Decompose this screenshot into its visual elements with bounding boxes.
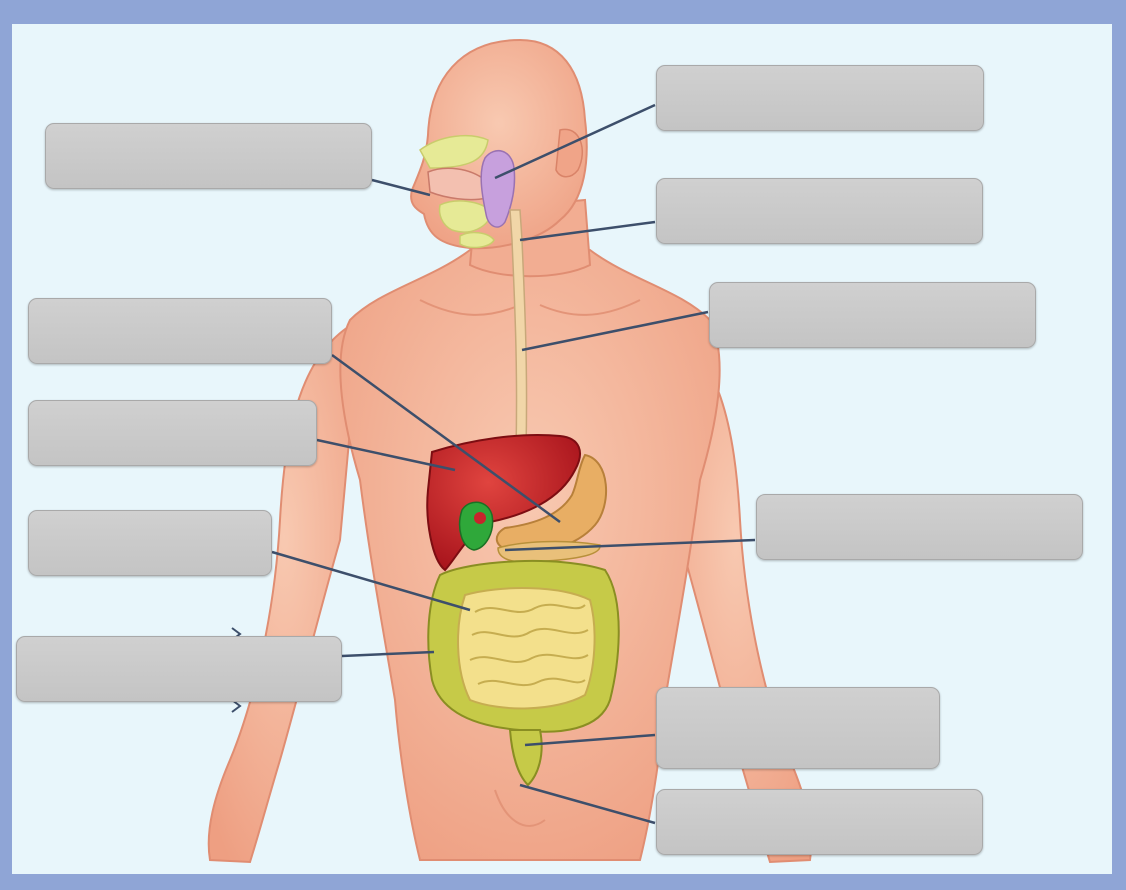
label-text-liver [29,401,316,417]
label-box-pancreas[interactable] [756,494,1083,560]
label-text-esophagus [710,283,1035,299]
small-intestine-organ [458,588,595,708]
label-box-salivary-gland[interactable] [656,65,984,131]
label-box-stomach[interactable] [28,298,332,364]
label-box-small-intestine[interactable] [28,510,272,576]
label-text-pancreas [757,495,1082,511]
label-text-small-intestine [29,511,271,527]
label-text-mouth [46,124,371,140]
label-text-rectum [657,688,939,704]
label-box-pharynx[interactable] [656,178,983,244]
label-text-salivary-gland [657,66,983,82]
label-text-anus [657,790,982,806]
label-text-pharynx [657,179,982,195]
label-box-anus[interactable] [656,789,983,855]
label-box-liver[interactable] [28,400,317,466]
label-box-rectum[interactable] [656,687,940,769]
label-box-esophagus[interactable] [709,282,1036,348]
label-text-large-intestine [17,637,341,653]
bile-duct-marker [474,512,486,524]
label-box-large-intestine[interactable] [16,636,342,702]
label-box-mouth[interactable] [45,123,372,189]
label-text-stomach [29,299,331,315]
